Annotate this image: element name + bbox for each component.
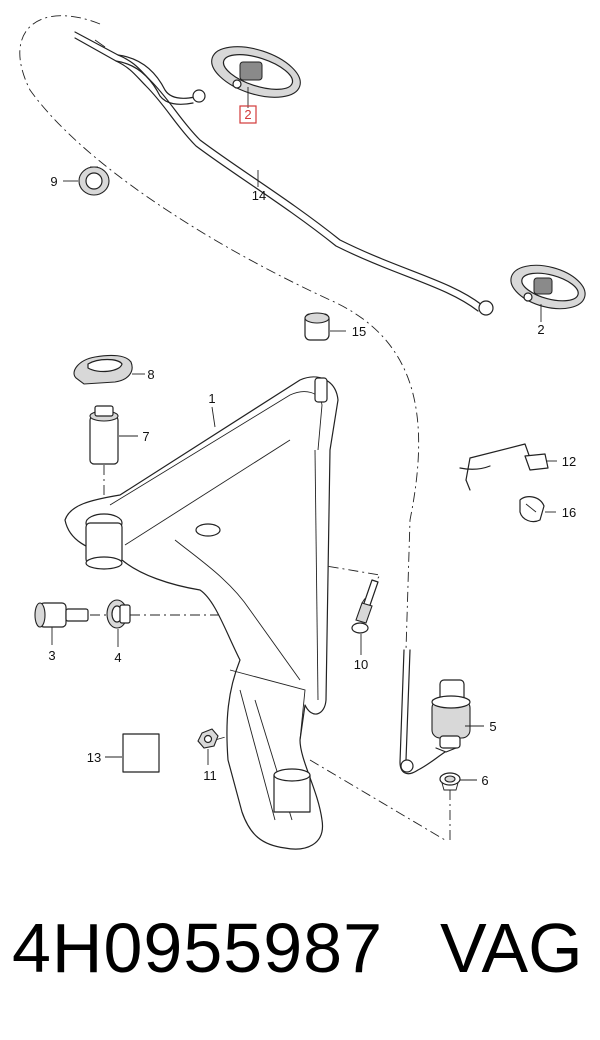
label-part-3: 3 bbox=[48, 648, 55, 663]
bolt bbox=[351, 579, 379, 634]
label-part-7: 7 bbox=[142, 429, 149, 444]
label-part-1: 1 bbox=[208, 391, 215, 406]
nut bbox=[197, 728, 219, 749]
brand-name: VAG bbox=[440, 909, 583, 987]
label-part-2-top: 2 bbox=[244, 107, 251, 122]
label-part-6: 6 bbox=[481, 773, 488, 788]
label-part-2-right: 2 bbox=[537, 322, 544, 337]
mounting-bracket bbox=[459, 443, 549, 491]
spray-nozzle-top bbox=[211, 46, 301, 98]
label-part-5: 5 bbox=[489, 719, 496, 734]
washer-pump bbox=[431, 679, 471, 753]
leader-lines bbox=[51, 87, 557, 781]
guide-line-nut bbox=[214, 729, 251, 741]
reservoir-cap bbox=[73, 354, 133, 385]
footer: 4H0955987 VAG bbox=[0, 905, 600, 1025]
parts-diagram: 2 9 14 2 15 8 1 7 12 16 3 4 10 5 13 11 6 bbox=[19, 15, 586, 850]
label-part-13: 13 bbox=[87, 750, 101, 765]
level-sensor bbox=[89, 405, 119, 465]
pump-grommet bbox=[106, 599, 131, 629]
sealing-plug bbox=[34, 602, 89, 628]
pump-seal bbox=[439, 772, 461, 791]
label-part-9: 9 bbox=[50, 174, 57, 189]
label-part-8: 8 bbox=[147, 367, 154, 382]
pump-hose bbox=[399, 649, 446, 775]
guide-line-pump bbox=[309, 759, 446, 841]
callout-box-highlight bbox=[239, 105, 257, 124]
guide-line-hose-loop bbox=[19, 15, 420, 651]
label-part-16: 16 bbox=[562, 505, 576, 520]
label-part-11: 11 bbox=[203, 768, 217, 783]
washer-hose bbox=[74, 31, 494, 316]
spray-nozzle-right bbox=[510, 264, 586, 310]
label-part-15: 15 bbox=[352, 324, 366, 339]
clip bbox=[519, 496, 545, 523]
grommet bbox=[78, 166, 110, 196]
label-part-4: 4 bbox=[114, 650, 121, 665]
washer-reservoir bbox=[64, 376, 339, 850]
foam-pad bbox=[122, 733, 160, 773]
label-part-10: 10 bbox=[354, 657, 368, 672]
label-part-14: 14 bbox=[252, 188, 266, 203]
label-part-12: 12 bbox=[562, 454, 576, 469]
part-number: 4H0955987 bbox=[12, 909, 383, 987]
filler-neck bbox=[304, 312, 330, 341]
